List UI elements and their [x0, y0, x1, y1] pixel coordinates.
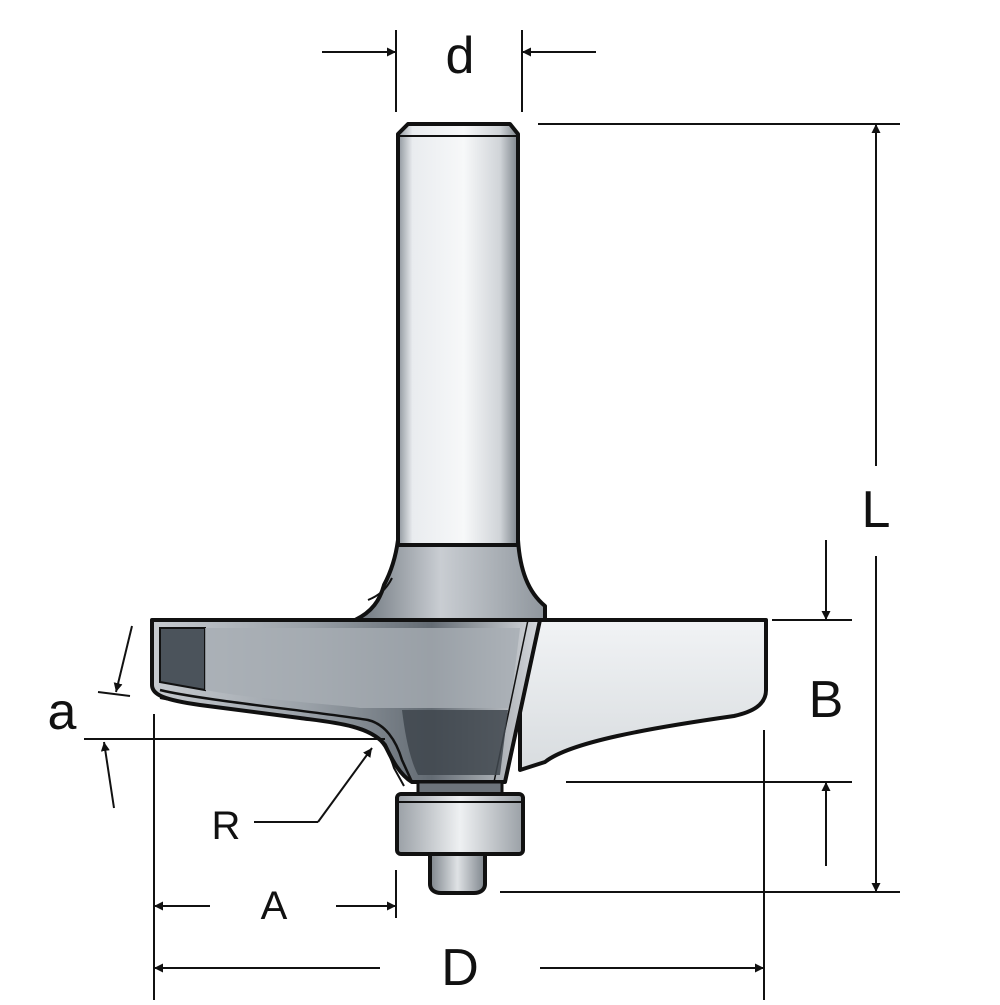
bearing-bolt — [428, 852, 487, 895]
profile-line-1 — [159, 688, 414, 783]
profile-edge — [159, 627, 206, 692]
neck-groove — [367, 577, 393, 601]
label-d: d — [445, 27, 475, 85]
label-l: L — [861, 481, 891, 539]
label-a-lower: a — [47, 683, 77, 741]
dimension-r — [254, 747, 373, 823]
dimension-l — [500, 123, 900, 893]
dimension-a-upper — [153, 714, 397, 1000]
profile-line-2 — [159, 697, 405, 787]
dimension-d-upper — [154, 730, 765, 1000]
label-b: B — [808, 671, 844, 729]
profile-chamfer — [205, 628, 520, 708]
shank — [396, 122, 520, 547]
dimension-b — [566, 540, 852, 866]
cutter-wing-right — [518, 618, 768, 772]
dimension-d — [322, 30, 596, 112]
body-underside — [402, 710, 508, 775]
shank-neck — [353, 538, 547, 622]
label-a-upper: A — [260, 884, 288, 928]
label-r: R — [211, 804, 241, 848]
flute-edge — [503, 619, 542, 783]
label-d-upper: D — [441, 939, 479, 997]
dimension-a — [84, 625, 385, 809]
